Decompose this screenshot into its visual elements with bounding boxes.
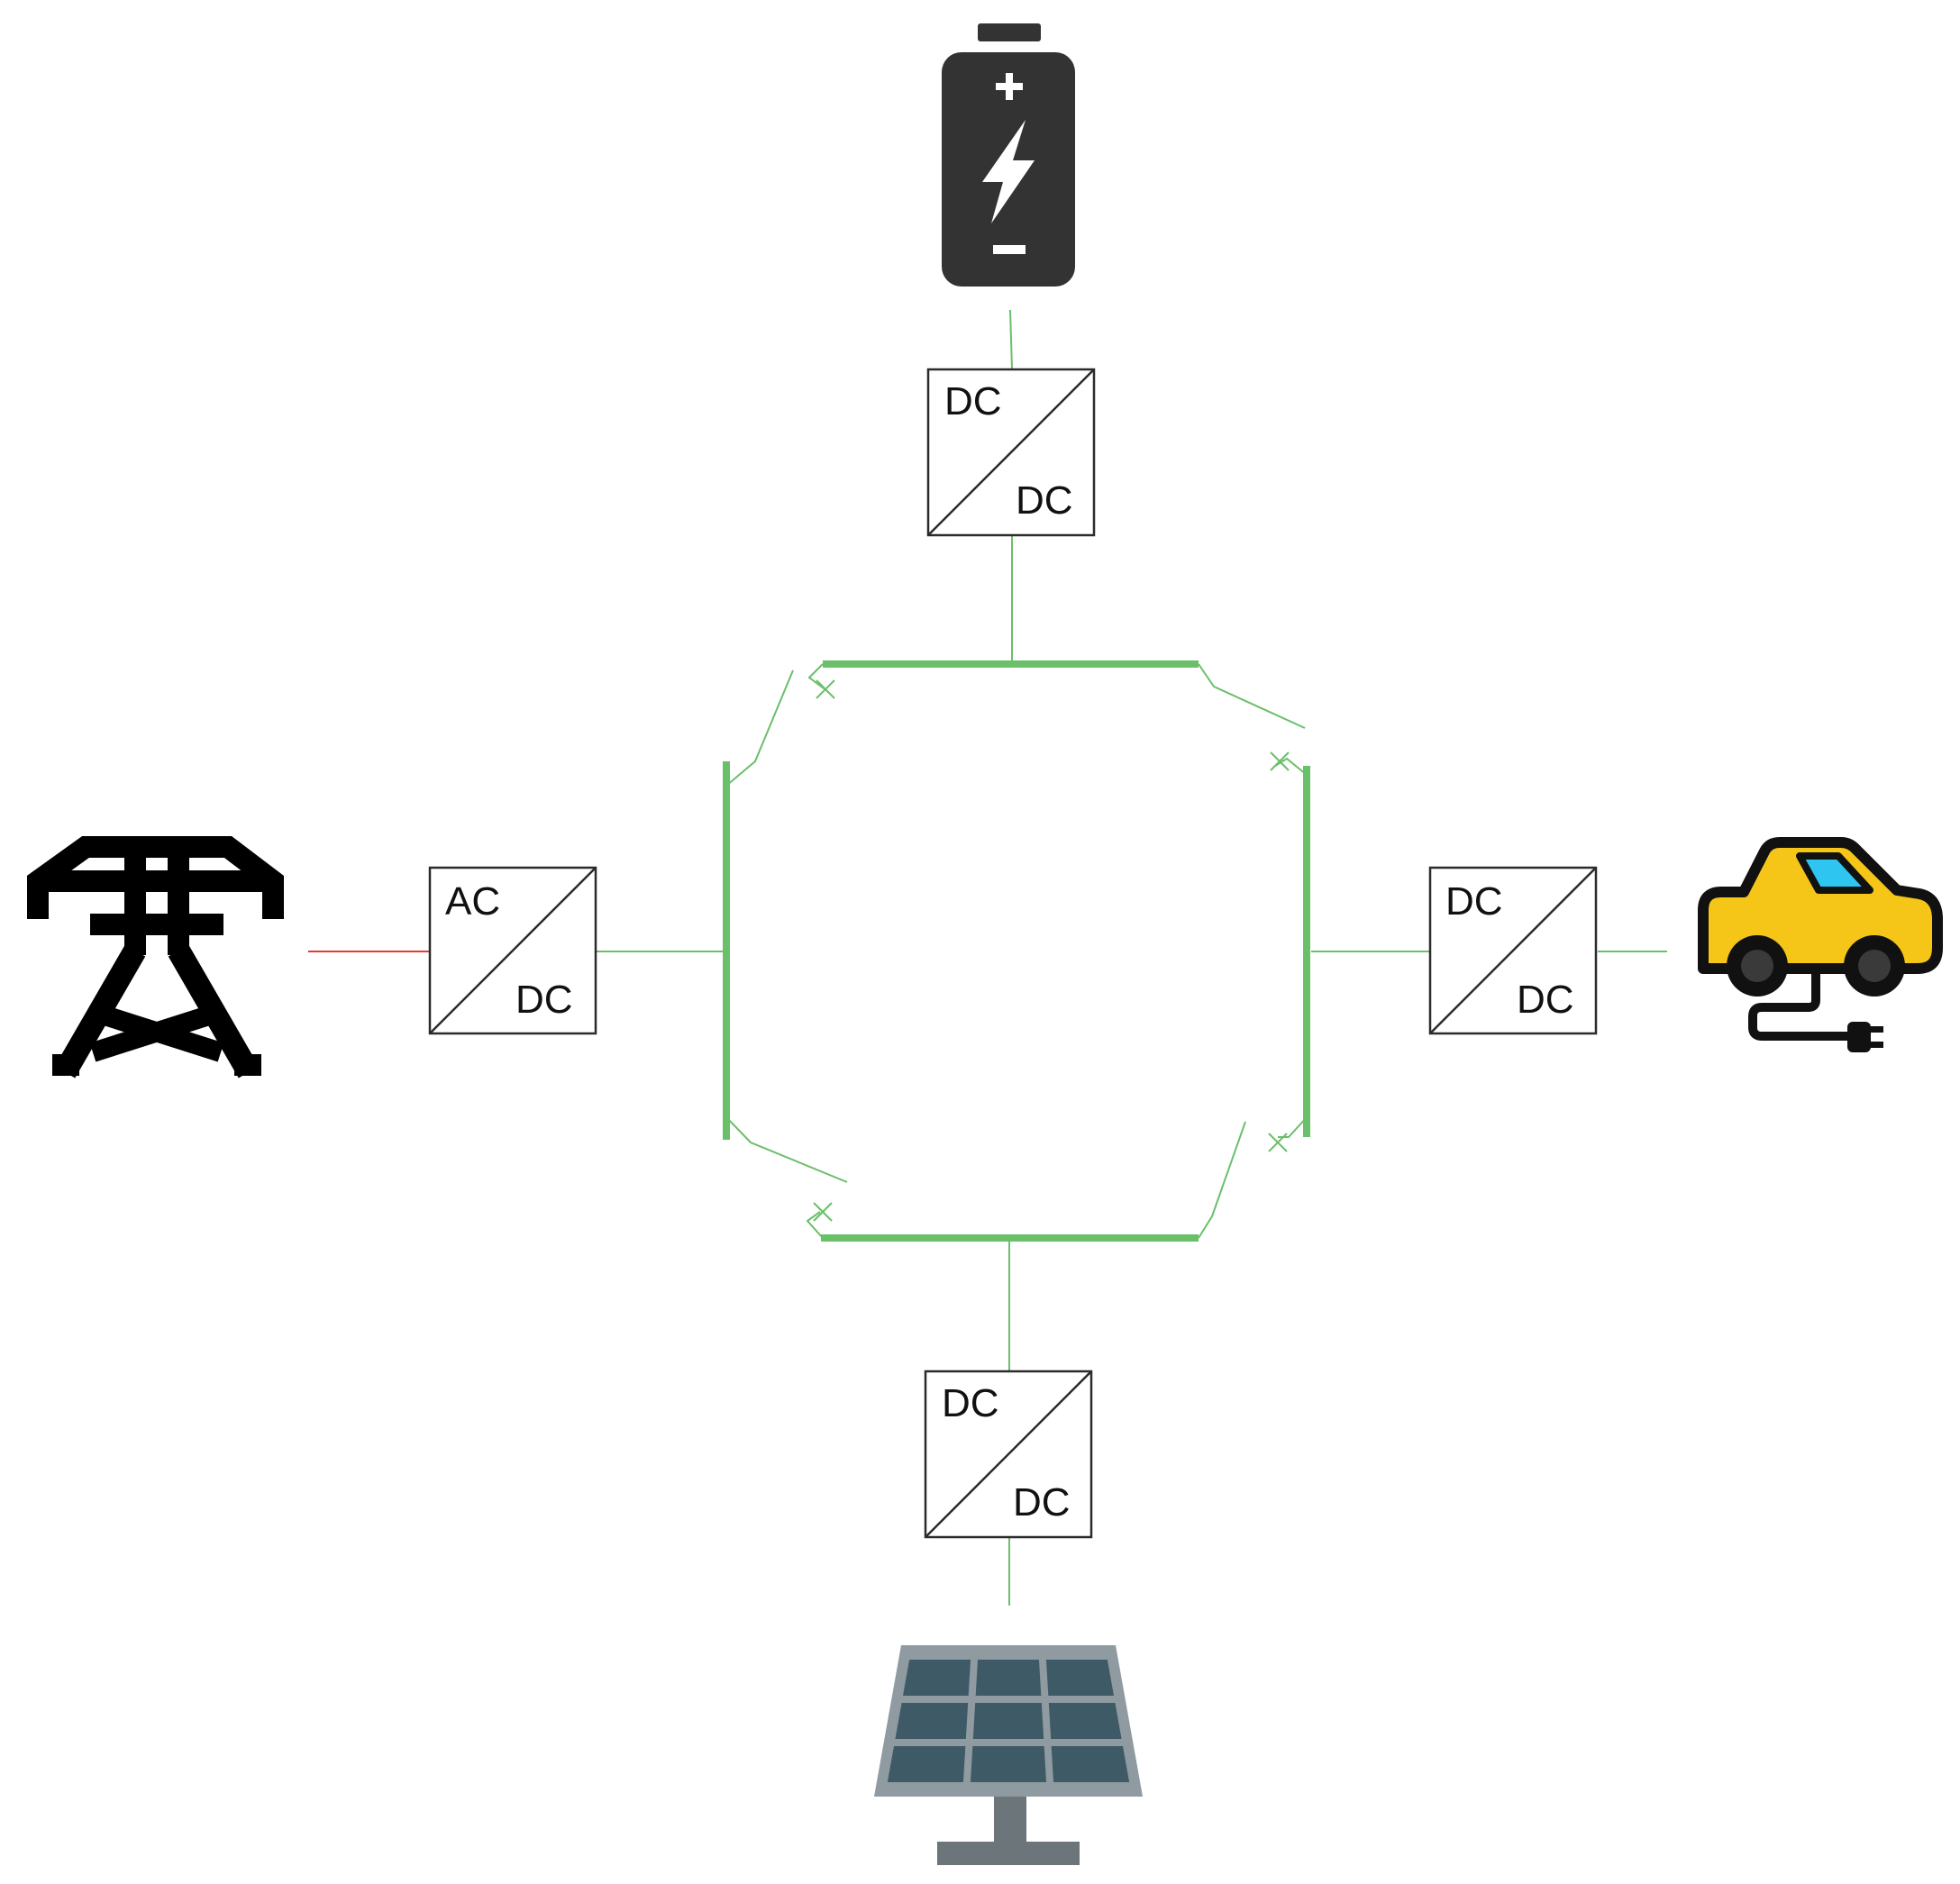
converter-output-label: DC — [1013, 1480, 1071, 1524]
converter-grid[interactable]: AC DC — [428, 866, 597, 1035]
battery-icon — [942, 23, 1075, 287]
converter-input-label: DC — [1445, 879, 1503, 924]
solar-cell — [887, 1746, 966, 1782]
solar-cell — [1048, 1703, 1122, 1739]
switch-bottom-left[interactable] — [725, 1116, 848, 1239]
converter-battery[interactable]: DC DC — [926, 368, 1096, 537]
connection-lines — [308, 309, 1667, 1606]
transmission-tower-icon — [27, 836, 284, 1079]
converter-diagonal — [925, 1370, 1092, 1538]
switch-top-left[interactable] — [725, 663, 835, 787]
converter-input-label: DC — [942, 1381, 999, 1425]
solar-cell — [895, 1703, 969, 1739]
dc-bus-ring — [723, 660, 1310, 1242]
converter-input-label: AC — [445, 879, 500, 924]
electric-car-icon — [1698, 837, 1943, 1052]
solar-cell — [972, 1703, 1044, 1739]
converter-ev[interactable]: DC DC — [1428, 866, 1598, 1035]
converter-output-label: DC — [515, 978, 573, 1022]
solar-cell — [1051, 1746, 1130, 1782]
solar-cell — [970, 1746, 1047, 1782]
switch-top-right[interactable] — [1198, 663, 1308, 776]
converter-diagonal — [429, 867, 597, 1034]
solar-cell — [975, 1660, 1042, 1696]
converter-output-label: DC — [1016, 478, 1073, 523]
solar-panel-icon — [874, 1645, 1143, 1865]
switch-bottom-right[interactable] — [1198, 1116, 1308, 1239]
converter-diagonal — [927, 369, 1095, 536]
battery-to-converter-line — [1009, 309, 1013, 370]
converter-diagonal — [1429, 867, 1597, 1034]
converter-input-label: DC — [944, 379, 1002, 423]
converter-output-label: DC — [1517, 978, 1574, 1022]
solar-cell — [1045, 1660, 1114, 1696]
solar-cell — [903, 1660, 971, 1696]
converter-pv[interactable]: DC DC — [924, 1370, 1093, 1539]
corner-switches — [725, 663, 1308, 1239]
